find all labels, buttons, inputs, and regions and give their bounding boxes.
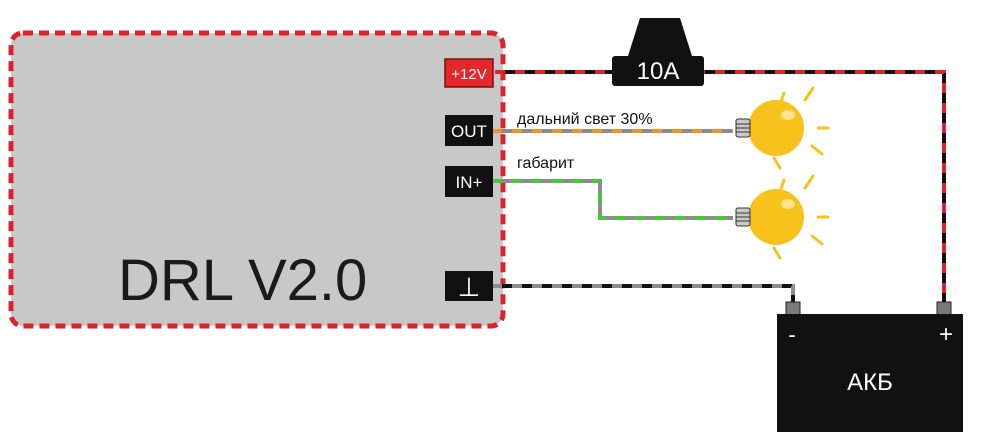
bulb-icon-parking-lamp [735, 174, 830, 260]
fuse-body [612, 56, 704, 86]
wire-positive-stripe [495, 70, 946, 304]
fuse-cap [628, 18, 692, 56]
wire-out-label: дальний свет 30% [517, 111, 653, 128]
battery-plus-sign: + [939, 321, 953, 348]
drl-module-title: DRL V2.0 [118, 248, 367, 313]
pin-plus-12v: +12V [444, 58, 494, 88]
drl-module-body [8, 30, 506, 329]
battery: - + АКБ [777, 301, 963, 432]
pin-out: OUT [445, 115, 493, 146]
battery-terminal-plus [936, 301, 952, 317]
fuse-label: 10A [637, 58, 680, 85]
battery-terminal-minus [785, 301, 801, 317]
wire-positive [495, 70, 946, 304]
wire-in-label: габарит [517, 155, 575, 172]
wire-ground-stripe [492, 284, 795, 304]
battery-label: АКБ [847, 369, 893, 396]
drl-module: DRL V2.0 [8, 30, 506, 329]
pin-in-plus-label: IN+ [456, 173, 483, 192]
battery-body [777, 314, 963, 432]
battery-minus-sign: - [788, 322, 795, 347]
wire-ground-base [492, 284, 795, 304]
fuse: 10A [612, 18, 704, 86]
pin-ground: ⊥ [445, 271, 493, 302]
pin-ground-label: ⊥ [458, 272, 481, 302]
wire-positive-base [495, 70, 946, 304]
pin-in-plus: IN+ [445, 166, 493, 197]
bulb-icon-high-beam [735, 86, 830, 170]
pin-plus-12v-label: +12V [451, 66, 486, 83]
pin-out-label: OUT [451, 122, 487, 141]
wire-in-base [492, 179, 733, 220]
wire-ground [492, 284, 795, 304]
wire-in [492, 179, 733, 220]
wire-in-stripe [492, 179, 733, 220]
